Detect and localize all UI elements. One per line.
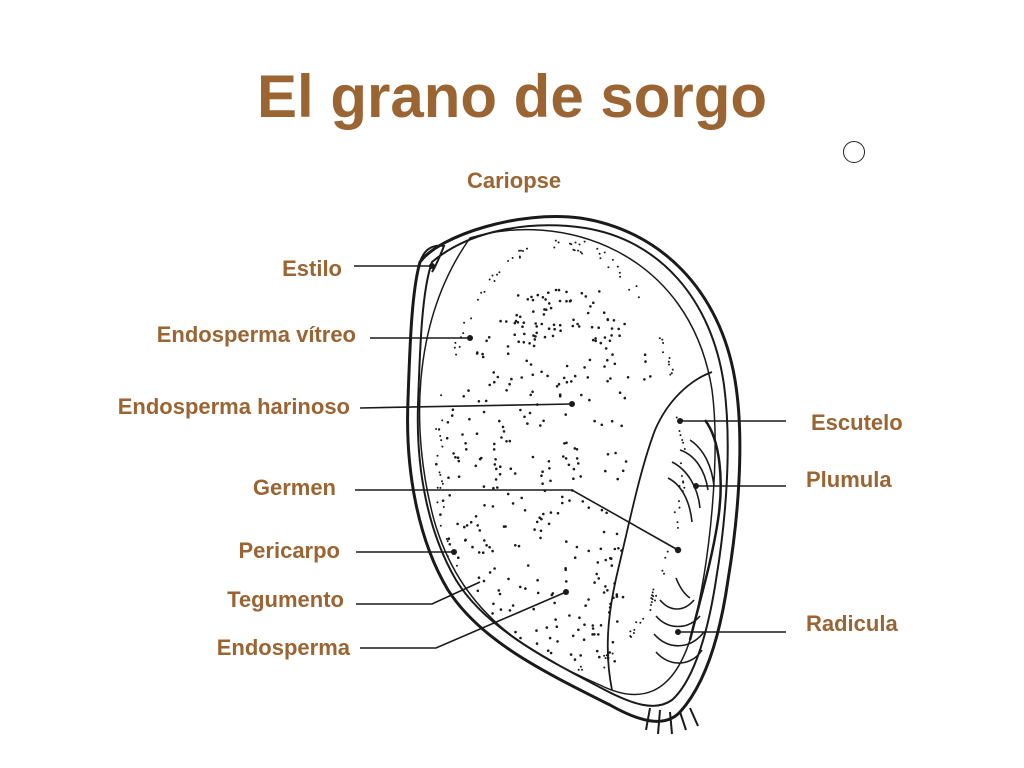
circle-marker — [843, 141, 865, 163]
label-escutelo: Escutelo — [811, 410, 903, 435]
label-radicula: Radicula — [806, 611, 898, 636]
radicle-sketch — [653, 577, 705, 664]
label-plumula: Plumula — [806, 467, 892, 492]
label-endosperma-harinoso: Endosperma harinoso — [117, 394, 350, 419]
scutellum-line — [688, 419, 722, 641]
hilum-fibers — [645, 707, 699, 735]
leader-dots — [429, 263, 699, 635]
label-cariopse: Cariopse — [467, 168, 562, 193]
label-tegumento: Tegumento — [227, 587, 344, 612]
seed-coat-outline — [416, 224, 729, 707]
germ-boundary — [606, 371, 713, 691]
pericarp-outline — [406, 215, 742, 723]
style-tip — [419, 244, 446, 273]
endosperm-outline — [418, 228, 716, 696]
page-title: El grano de sorgo — [256, 63, 768, 130]
plumule-sketch — [667, 439, 715, 523]
label-endosperma: Endosperma — [216, 635, 350, 660]
leader-lines — [354, 265, 786, 649]
endosperm-stippling — [435, 239, 686, 685]
label-pericarpo: Pericarpo — [238, 538, 341, 563]
label-estilo: Estilo — [282, 256, 342, 281]
label-endosperma-vitreo: Endosperma vítreo — [156, 322, 356, 347]
label-germen: Germen — [252, 475, 336, 500]
